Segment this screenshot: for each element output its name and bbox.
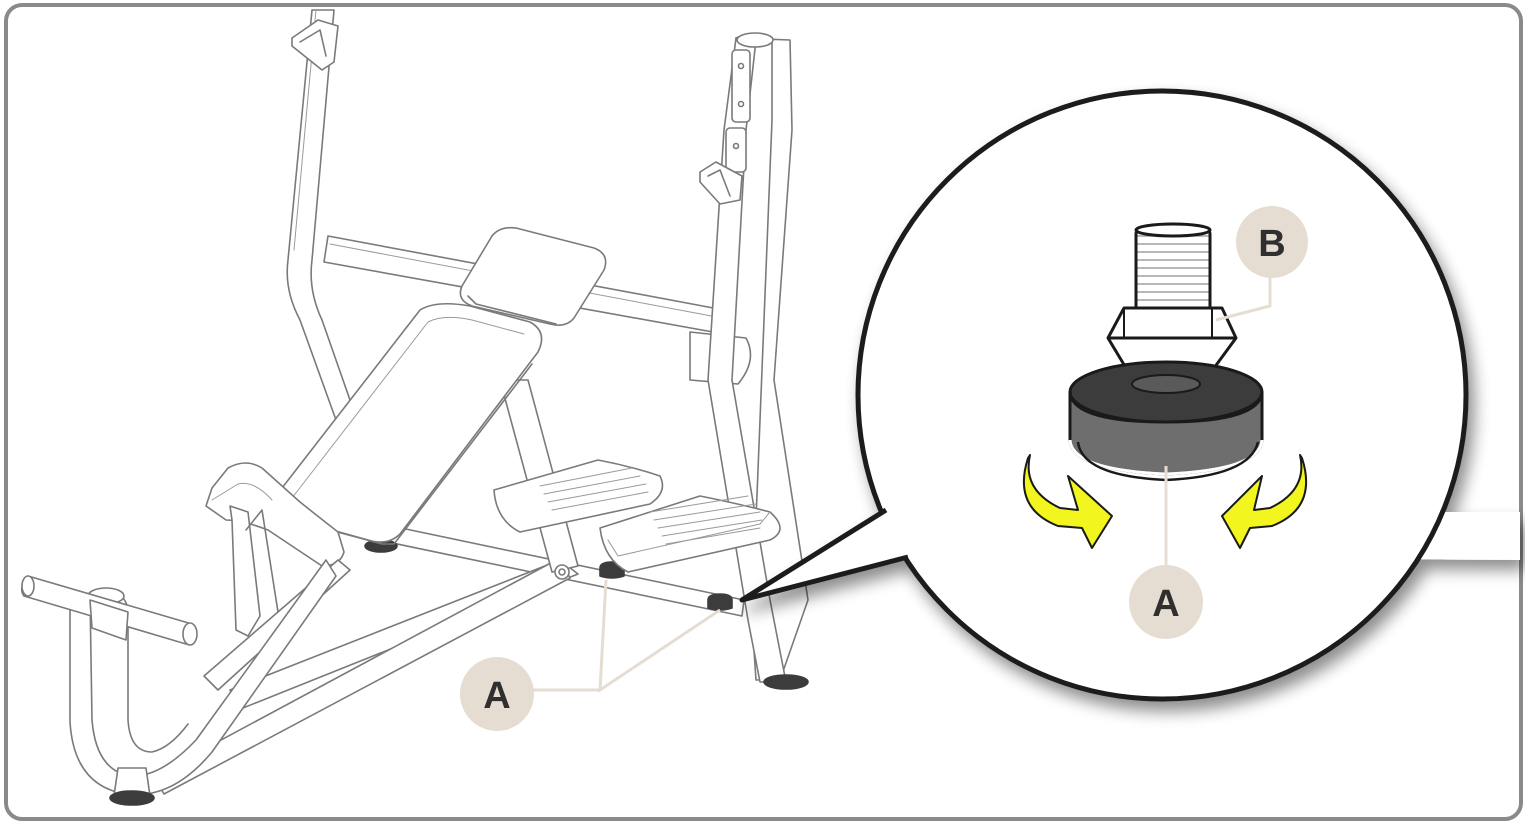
left-j-hook (291, 19, 339, 71)
foot-pad-a-right (707, 593, 733, 611)
callout-b-zoom: B (1215, 206, 1308, 322)
callout-b-label: B (1258, 223, 1285, 265)
callout-a-zoom-label: A (1152, 583, 1179, 625)
zoom-pointer (739, 507, 909, 603)
upright-bracket-plate (731, 49, 751, 123)
head-pad (459, 226, 607, 326)
callout-b-badge (1236, 206, 1308, 278)
seat-bracket (229, 505, 261, 637)
callout-a-main: A (460, 579, 721, 731)
front-foot-pad (109, 790, 155, 806)
exercise-machine-drawing (20, 9, 809, 806)
callout-a-zoom: A (1129, 466, 1203, 639)
leveling-foot-detail (1068, 222, 1264, 482)
front-u-tube (69, 559, 337, 796)
right-foot-pad (763, 674, 809, 690)
callout-a-zoom-badge (1129, 565, 1203, 639)
front-handle-collar (89, 599, 129, 641)
callout-a-label: A (483, 675, 510, 717)
rotate-arrow-right (1221, 454, 1308, 549)
callout-b-leader-line (1215, 270, 1272, 322)
callout-a-badge (460, 657, 534, 731)
front-foot-plate (599, 495, 781, 573)
rotate-arrow-left (1022, 454, 1113, 549)
right-j-hook (699, 161, 743, 205)
